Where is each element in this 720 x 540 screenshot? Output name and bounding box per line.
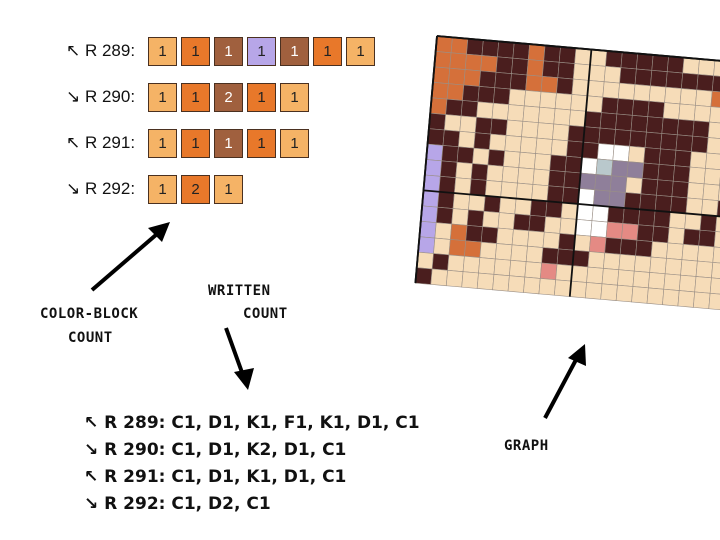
row-label: ↘ R 292:: [66, 179, 136, 198]
graph-cell: [713, 59, 720, 78]
color-block-F: 1: [247, 36, 276, 66]
written-row-291: ↖ R 291: C1, D1, K1, D1, C1: [84, 467, 347, 487]
color-block-C: 1: [148, 82, 177, 112]
graph-chart: [395, 8, 720, 328]
color-block-label-2: COUNT: [68, 330, 113, 346]
color-block-D: 1: [181, 128, 210, 158]
color-block-D: 1: [313, 36, 342, 66]
written-count-label: WRITTEN: [208, 283, 271, 299]
arrowhead-color-block: [148, 222, 170, 242]
row-label: ↖ R 289:: [66, 41, 136, 60]
color-block-D: 1: [247, 128, 276, 158]
graph-cell: [708, 292, 720, 311]
graph-major-hline: [423, 189, 720, 222]
graph-cell: [712, 246, 720, 265]
color-block-C: 1: [280, 82, 309, 112]
graph-major-vline: [568, 49, 593, 297]
color-block-D: 2: [181, 174, 210, 204]
graph-cell: [716, 200, 720, 218]
arrow-color-block: [90, 226, 166, 292]
color-block-C: 1: [148, 174, 177, 204]
color-block-K: 1: [280, 36, 309, 66]
color-block-K: 1: [214, 36, 243, 66]
graph-label: GRAPH: [504, 438, 549, 454]
graph-major-hline: [436, 35, 720, 67]
color-block-C: 1: [280, 128, 309, 158]
color-block-D: 1: [181, 82, 210, 112]
graph-cell: [717, 184, 720, 203]
row-label: ↘ R 290:: [66, 87, 136, 106]
color-block-C: 1: [346, 36, 375, 66]
graph-major-vline: [414, 35, 438, 284]
color-block-D: 1: [181, 36, 210, 66]
color-block-D: 1: [247, 82, 276, 112]
written-row-289: ↖ R 289: C1, D1, K1, F1, K1, D1, C1: [84, 413, 420, 433]
color-block-K: 2: [214, 82, 243, 112]
graph-cell: [713, 231, 720, 249]
color-block-C: 1: [148, 36, 177, 66]
written-count-label-2: COUNT: [243, 306, 288, 322]
color-block-K: 1: [214, 128, 243, 158]
graph-cells: [414, 35, 720, 311]
arrow-written: [224, 327, 246, 379]
written-row-292: ↘ R 292: C1, D2, C1: [84, 494, 271, 514]
row-label: ↖ R 291:: [66, 133, 136, 152]
written-row-290: ↘ R 290: C1, D1, K2, D1, C1: [84, 440, 347, 460]
color-block-label: COLOR-BLOCK: [40, 306, 139, 322]
arrowhead-written: [234, 368, 254, 390]
graph-grid: [414, 35, 720, 311]
arrow-graph: [543, 355, 580, 419]
arrowhead-graph: [568, 344, 586, 366]
color-block-C: 1: [214, 174, 243, 204]
color-block-C: 1: [148, 128, 177, 158]
